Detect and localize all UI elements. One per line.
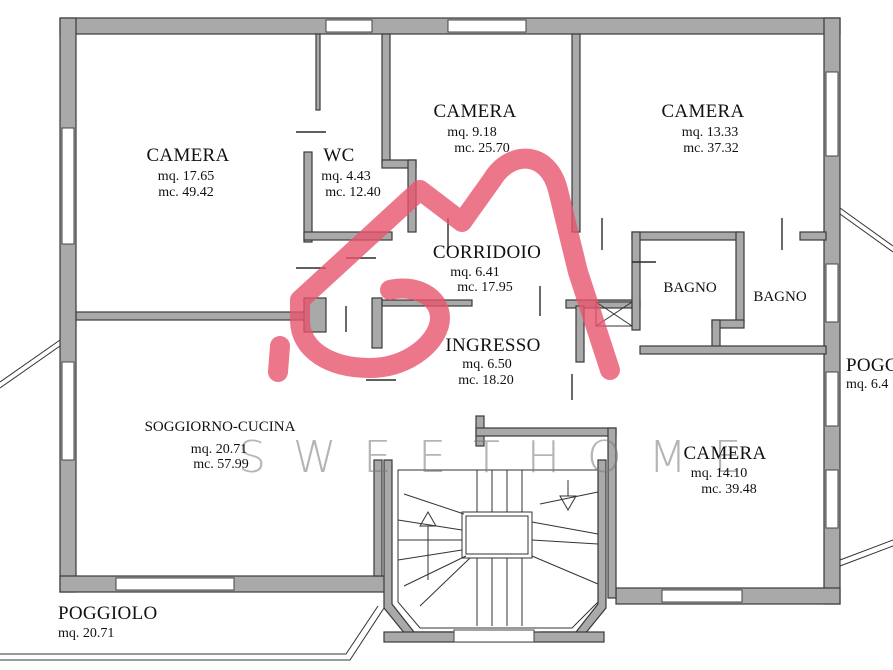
room-area-ingresso: mq. 6.50 bbox=[462, 357, 512, 372]
room-name-soggiorno: SOGGIORNO-CUCINA bbox=[144, 419, 296, 435]
room-name-camera-nw: CAMERA bbox=[146, 145, 230, 166]
room-name-bagno-2: BAGNO bbox=[753, 289, 807, 305]
room-name-camera-ne: CAMERA bbox=[661, 101, 745, 122]
room-area-poggiolo-e: mq. 6.4 bbox=[846, 377, 889, 392]
room-area-corridoio: mq. 6.41 bbox=[450, 265, 500, 280]
room-volume-camera-n: mc. 25.70 bbox=[454, 141, 510, 156]
room-volume-camera-se: mc. 39.48 bbox=[701, 482, 757, 497]
room-area-camera-se: mq. 14.10 bbox=[690, 466, 748, 481]
windows bbox=[61, 19, 839, 603]
room-area-soggiorno: mq. 20.71 bbox=[190, 442, 248, 457]
room-volume-ingresso: mc. 18.20 bbox=[458, 373, 514, 388]
balconies bbox=[0, 207, 893, 661]
room-area-camera-nw: mq. 17.65 bbox=[157, 169, 215, 184]
room-area-poggiolo-sw: mq. 20.71 bbox=[58, 626, 115, 641]
room-name-wc: WC bbox=[323, 145, 355, 166]
room-area-camera-ne: mq. 13.33 bbox=[681, 125, 739, 140]
room-name-bagno-1: BAGNO bbox=[663, 280, 717, 296]
stairwell bbox=[383, 459, 607, 643]
room-volume-wc: mc. 12.40 bbox=[325, 185, 381, 200]
room-volume-camera-nw: mc. 49.42 bbox=[158, 185, 214, 200]
room-area-wc: mq. 4.43 bbox=[321, 169, 371, 184]
watermark-text: SWEETHOME bbox=[238, 432, 769, 483]
room-volume-soggiorno: mc. 57.99 bbox=[193, 457, 249, 472]
room-name-camera-se: CAMERA bbox=[683, 443, 767, 464]
room-volume-corridoio: mc. 17.95 bbox=[457, 280, 513, 295]
sweethome-logo bbox=[268, 148, 620, 382]
room-name-corridoio: CORRIDOIO bbox=[432, 242, 542, 263]
room-name-ingresso: INGRESSO bbox=[445, 335, 541, 356]
room-volume-camera-ne: mc. 37.32 bbox=[683, 141, 739, 156]
room-name-poggiolo-sw: POGGIOLO bbox=[58, 603, 158, 624]
room-name-camera-n: CAMERA bbox=[433, 101, 517, 122]
room-name-poggiolo-e: POGG bbox=[846, 355, 893, 376]
room-area-camera-n: mq. 9.18 bbox=[447, 125, 497, 140]
